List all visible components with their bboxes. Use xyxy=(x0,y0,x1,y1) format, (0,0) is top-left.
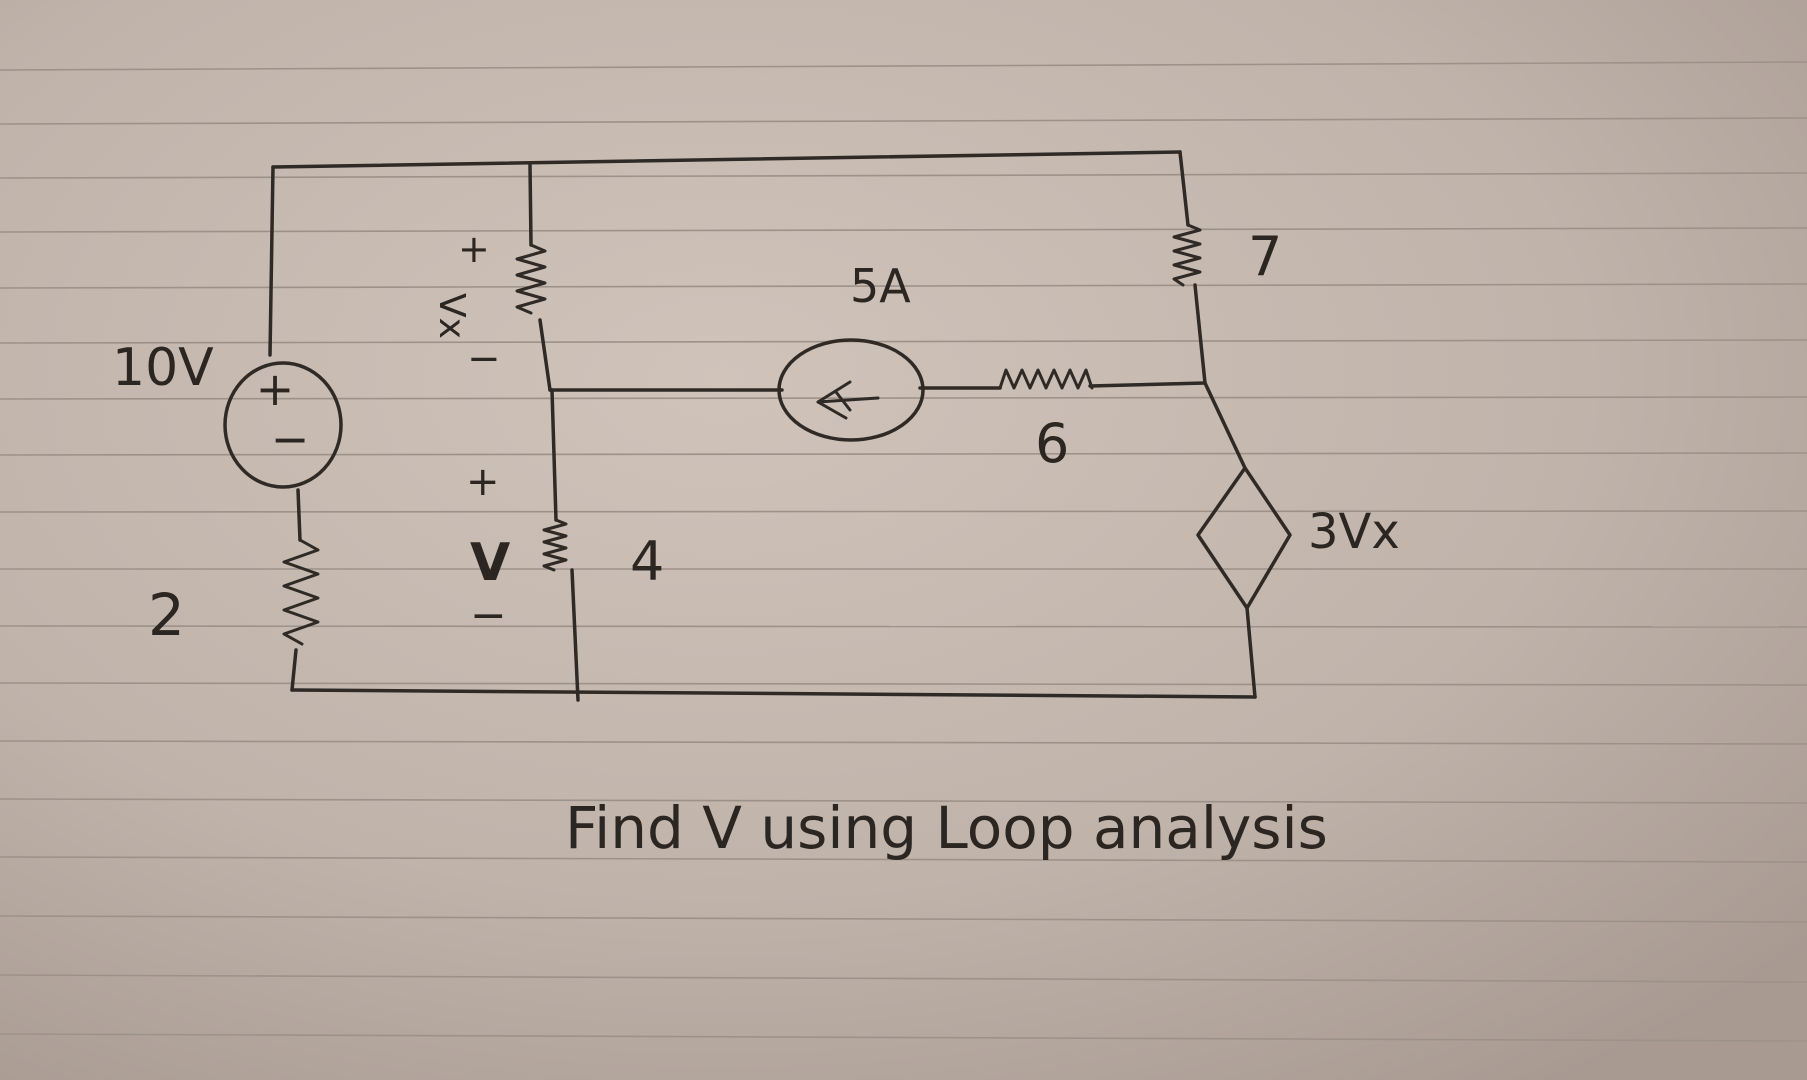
current-source-5a xyxy=(777,338,925,442)
vx-label: Vx xyxy=(431,293,472,339)
source-10v-label: 10V xyxy=(112,338,214,398)
resistor-6-label: 6 xyxy=(1035,412,1069,475)
resistor-4-label: 4 xyxy=(630,530,664,593)
current-5a-label: 5A xyxy=(850,259,911,313)
ruled-lines xyxy=(0,61,1807,1042)
resistor-vx xyxy=(515,243,547,315)
dependent-source-label: 3Vx xyxy=(1308,504,1400,560)
source-plus-sign: + xyxy=(256,362,295,416)
voltage-source-10v: + − xyxy=(223,361,343,489)
resistor-6-ohm xyxy=(998,368,1094,390)
dependent-source-diamond xyxy=(1196,466,1292,610)
resistor-2-label: 2 xyxy=(148,581,185,649)
resistor-7-ohm xyxy=(1172,223,1202,287)
vx-minus-sign: − xyxy=(467,336,501,382)
v-label: V xyxy=(470,533,510,593)
problem-prompt: Find V using Loop analysis xyxy=(565,794,1328,862)
vx-plus-sign: + xyxy=(458,227,490,271)
source-minus-sign: − xyxy=(271,412,310,466)
resistor-2-ohm xyxy=(282,538,320,646)
resistor-4-ohm xyxy=(542,518,568,572)
circuit-wires xyxy=(268,150,1257,702)
current-arrow-icon xyxy=(816,380,880,420)
resistor-7-label: 7 xyxy=(1248,225,1282,288)
v-minus-sign: − xyxy=(470,590,507,641)
v-plus-sign: + xyxy=(466,459,500,505)
